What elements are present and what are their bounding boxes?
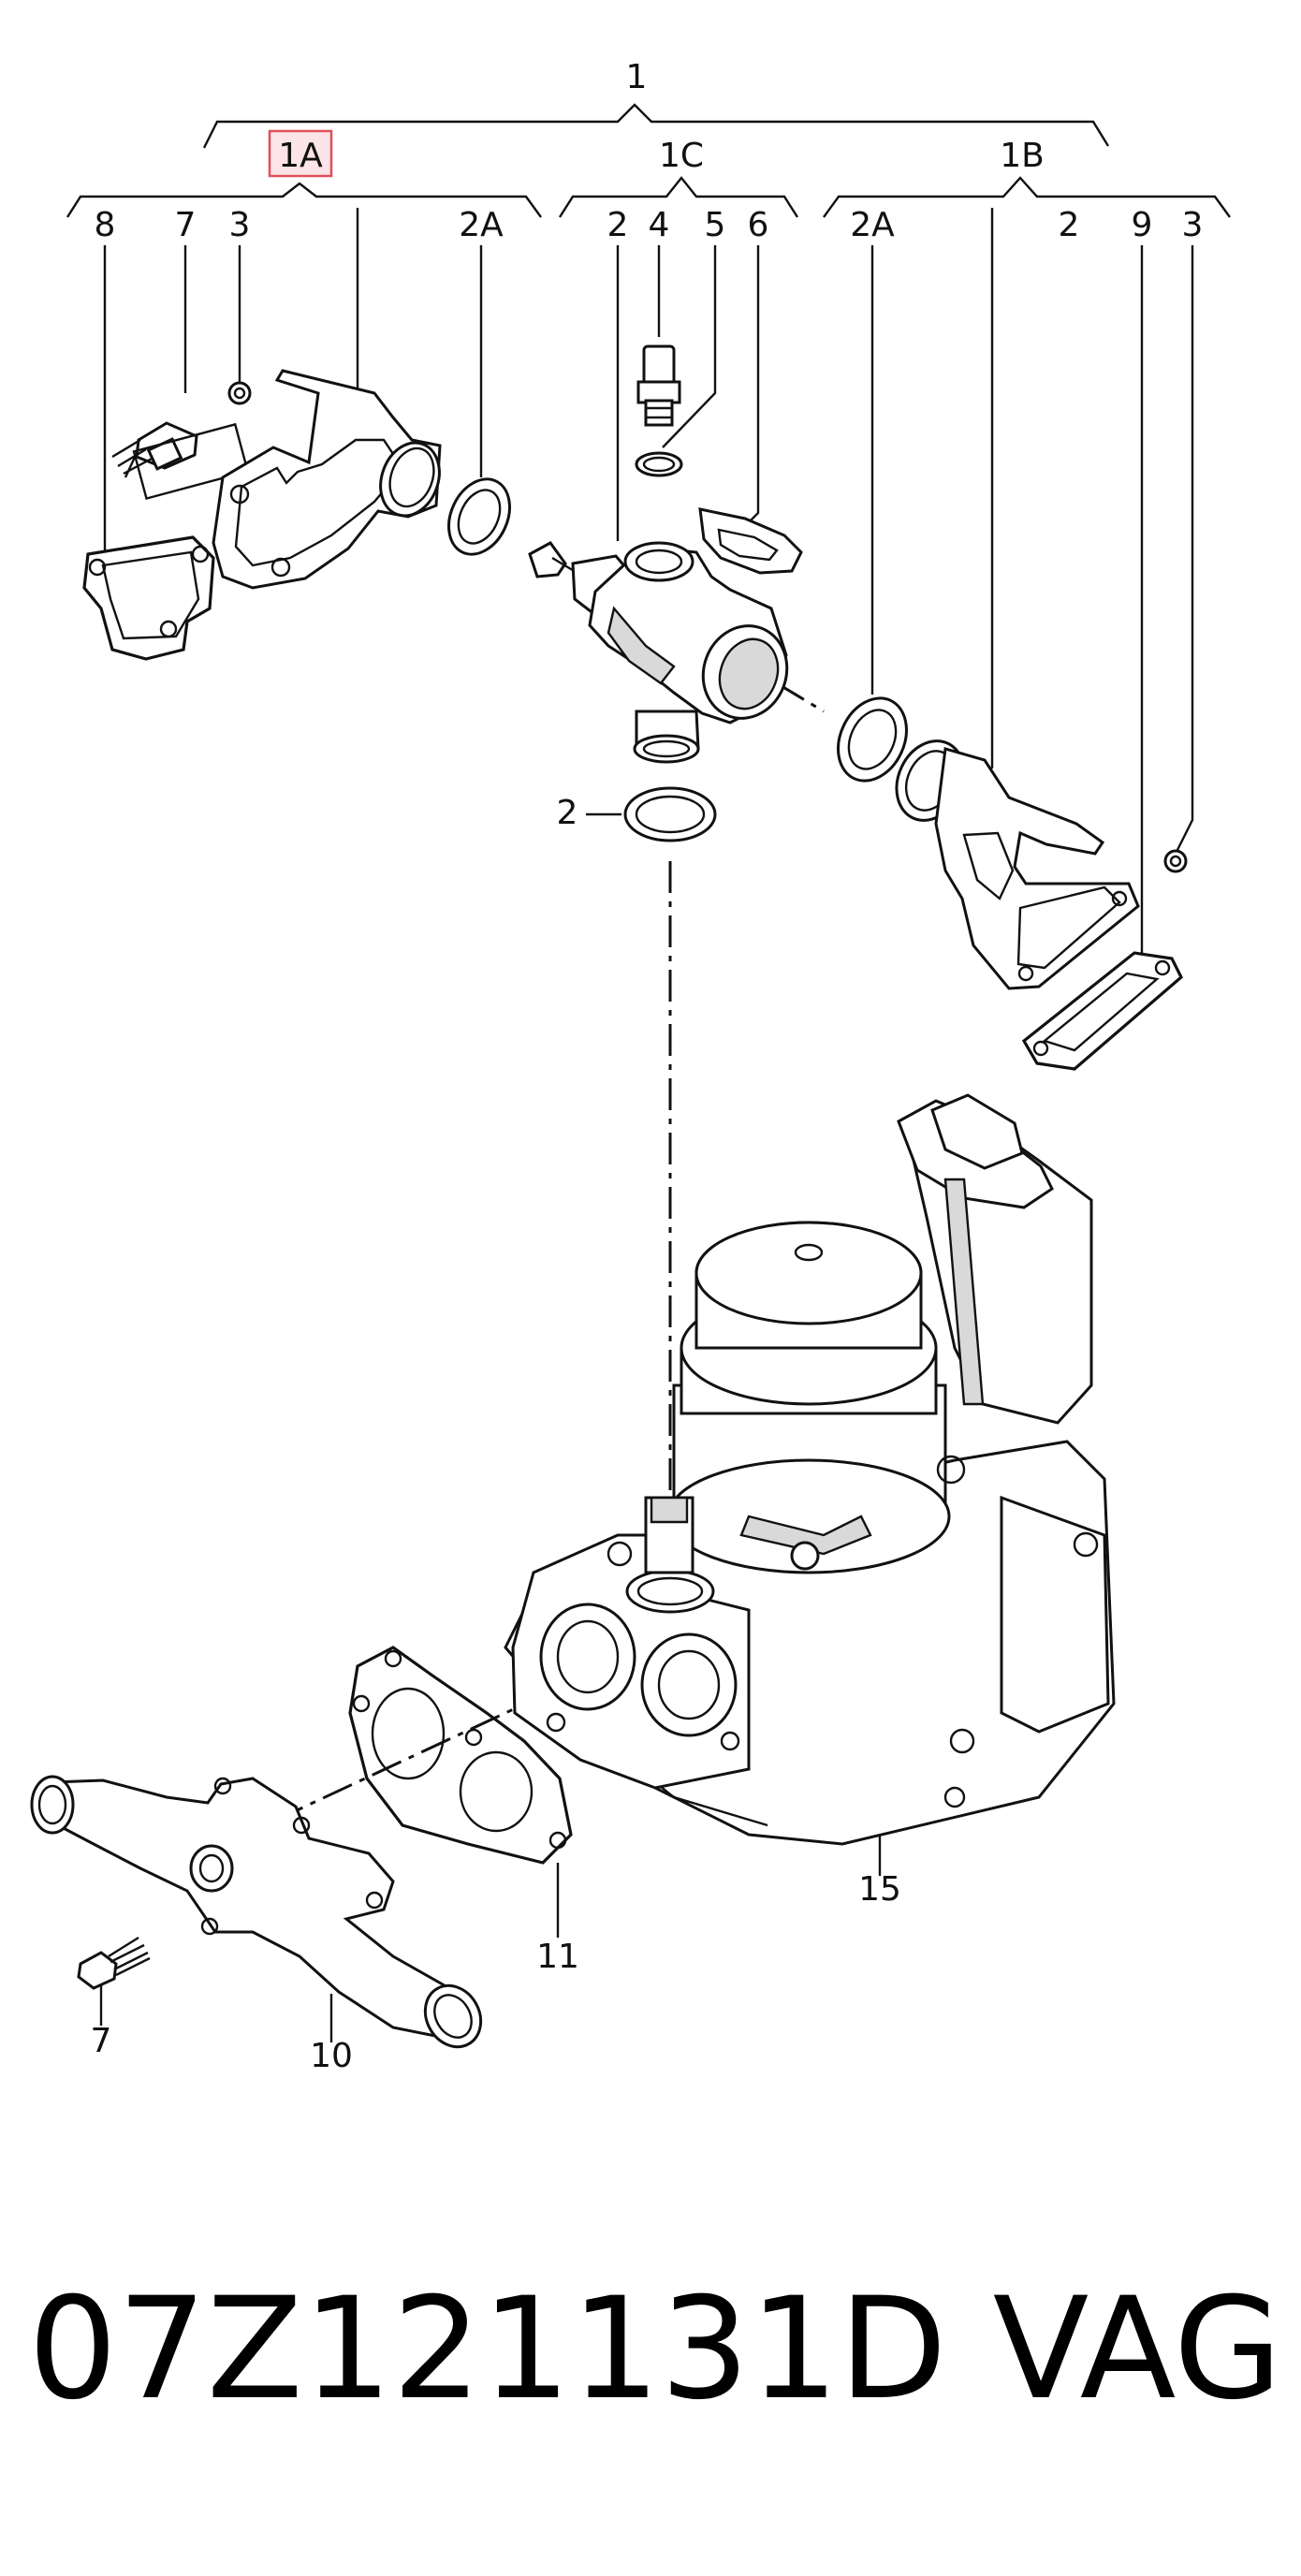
callout-8: 8 <box>95 206 116 244</box>
gasket-part-11 <box>348 1646 573 1865</box>
oil-filter-housing-part-15 <box>504 1093 1116 1846</box>
gasket-right-part-9 <box>1021 951 1183 1071</box>
callout-9: 9 <box>1132 206 1153 244</box>
assembly-brackets <box>66 103 1231 218</box>
nut-left-part-3 <box>227 381 252 405</box>
coolant-pipe-part-10 <box>30 1775 483 2049</box>
callout-5: 5 <box>705 206 726 244</box>
gasket-left-part-8 <box>82 535 215 661</box>
callout-1A: 1A <box>278 137 323 175</box>
callout-1: 1 <box>626 58 648 96</box>
callout-1B: 1B <box>1000 137 1045 175</box>
highlight-1A-box <box>268 129 333 178</box>
pipe-flange-1A <box>212 369 442 590</box>
leader-lines <box>99 208 1194 2042</box>
callout-4: 4 <box>649 206 670 244</box>
callout-2A-right: 2A <box>850 206 895 244</box>
callout-6: 6 <box>748 206 769 244</box>
callout-2A-left: 2A <box>459 206 504 244</box>
seal-ring-2A-right <box>837 696 908 783</box>
connector-housing-1C <box>528 541 789 764</box>
nut-right-part-3 <box>1163 849 1188 873</box>
callout-7-bottom: 7 <box>91 2022 112 2060</box>
o-ring-part-5 <box>635 451 683 477</box>
bolt-bottom-part-7 <box>77 1936 151 1990</box>
callout-3-right: 3 <box>1182 206 1204 244</box>
clip-part-6 <box>698 507 803 575</box>
callout-2-oring: 2 <box>557 794 578 832</box>
o-ring-part-2 <box>623 786 717 842</box>
temperature-sender-part-4 <box>636 344 681 427</box>
part-number: 07Z121131D <box>28 2268 947 2431</box>
callout-2-right: 2 <box>1059 206 1080 244</box>
seal-ring-2A-left <box>447 477 511 556</box>
callout-3-left: 3 <box>229 206 251 244</box>
callout-15: 15 <box>858 1870 901 1909</box>
bolt-top-part-7 <box>111 421 250 501</box>
pipe-flange-1B <box>895 739 1140 990</box>
callout-11: 11 <box>536 1938 579 1976</box>
brand-name: VAG <box>992 2268 1282 2431</box>
part-caption: 07Z121131D VAG <box>28 2270 1282 2429</box>
callout-1C: 1C <box>659 137 704 175</box>
callout-10: 10 <box>310 2037 353 2075</box>
callout-2-center: 2 <box>607 206 629 244</box>
callout-7-top: 7 <box>175 206 197 244</box>
